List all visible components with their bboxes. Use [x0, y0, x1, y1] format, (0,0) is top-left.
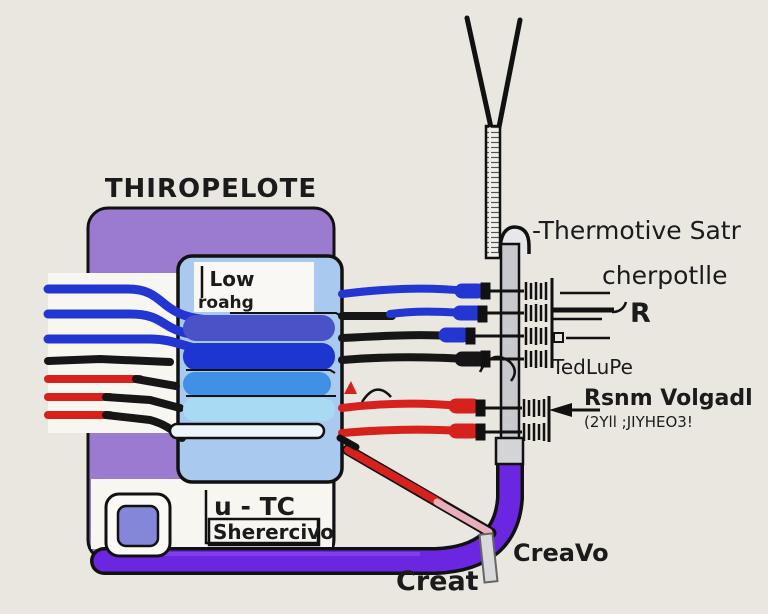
heatsink-label-line2: roahg [198, 293, 254, 313]
terminal-bar [499, 242, 521, 446]
terminal-bar-foot [494, 436, 525, 466]
voltage-arrow [549, 403, 600, 417]
terminal-hardware [344, 278, 628, 442]
terminal-post-5 [475, 399, 486, 417]
diagonal-wire [336, 434, 497, 539]
heatsink-label: Low roahg [194, 262, 314, 313]
voltage-label-line1: Rsnm Volgadl [584, 386, 753, 411]
probe-lead-left [464, 15, 495, 135]
device-label: u - TC Sherercivo [204, 490, 334, 547]
voltage-arrowhead [549, 403, 572, 417]
output-wires-upper [338, 283, 487, 367]
cable-label-bottom: Creat [396, 566, 479, 597]
bar-white-pill [168, 422, 326, 440]
bar-indigo [183, 315, 335, 341]
stub-curve-to-r [611, 301, 628, 314]
probe-label-line1: -Thermotive Satr [532, 216, 742, 245]
diagonal-wire-red [344, 446, 444, 507]
probe-lead-right [495, 17, 523, 135]
probe [464, 15, 531, 260]
device-label-line1: u - TC [214, 492, 295, 521]
out-wire-6-red [338, 425, 464, 437]
out-wire-1 [338, 284, 470, 298]
bar-edge-line-2 [186, 369, 336, 374]
terminal-bus [547, 278, 628, 442]
out-wire-3-black [338, 331, 454, 342]
out-wire-4-black [338, 353, 472, 364]
output-wires-lower [338, 398, 481, 439]
diagonal-wire-pink-tip [433, 498, 493, 536]
terminal-post-3 [465, 327, 476, 345]
bar-pale-cyan [183, 398, 335, 421]
bar-blue [183, 343, 335, 370]
terminal-rows [465, 282, 548, 441]
out-wire-5-red [338, 399, 464, 412]
heatsink-label-bg [194, 262, 314, 312]
terminal-label: TedLuPe [551, 355, 633, 379]
terminal-coil-3 [524, 327, 548, 345]
probe-rod [484, 124, 502, 260]
probe-label-line2: cherpotlle [602, 261, 728, 290]
thermopile-bars [168, 312, 342, 440]
terminal-coil-1 [524, 282, 548, 300]
hook-curve-bar [478, 355, 516, 382]
wire-black-1 [44, 354, 174, 366]
device-button [104, 492, 172, 558]
heatsink-label-line1: Low [210, 267, 255, 291]
stub-square [553, 332, 564, 343]
bar-medium-blue [183, 372, 331, 396]
small-red-arrow [344, 381, 357, 394]
terminal-coil-5 [522, 399, 546, 417]
terminal-coil-4 [524, 350, 548, 368]
device-label-frame [207, 517, 321, 547]
diagonal-wire-start-mark [336, 434, 360, 451]
r-label: R [630, 298, 651, 329]
terminal-strip [494, 242, 525, 466]
cable-clip [478, 532, 499, 584]
terminal-post-1 [480, 282, 491, 300]
voltage-label-line2: (2Yll ;JIYHEO3! [584, 413, 693, 431]
terminal-coil-2 [524, 304, 548, 322]
terminal-post-2 [477, 305, 488, 323]
device-button-inner [116, 504, 160, 548]
terminal-post-6 [475, 423, 486, 441]
wire-red-1-black-end [132, 375, 180, 390]
wire-red-2-black-end [102, 393, 184, 412]
figure-title: THIROPELOTE [105, 174, 317, 204]
terminal-coil-6 [522, 423, 546, 441]
device-label-line2: Sherercivo [213, 520, 334, 544]
hook-curve-box [360, 388, 392, 403]
cable-label-right: CreaVo [513, 539, 609, 567]
